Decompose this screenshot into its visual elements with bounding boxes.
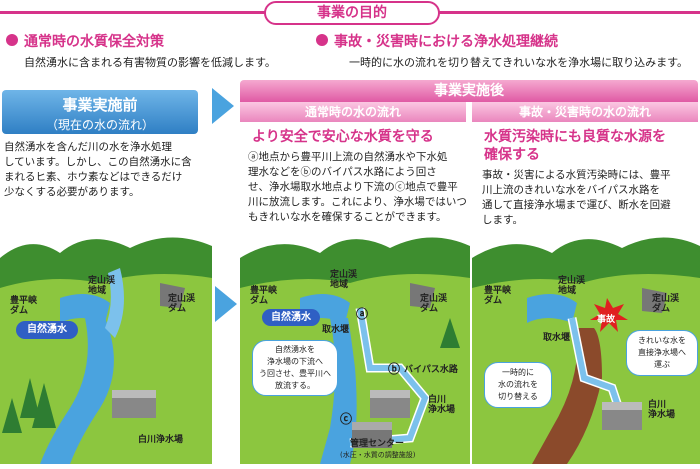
plant-label: 白川浄水場 — [428, 395, 456, 415]
marker-a: ⓐ — [356, 307, 369, 321]
accident-label: 事故 — [597, 315, 616, 325]
left-purpose-heading: 通常時の水質保全対策 — [24, 34, 164, 50]
disaster-map-illustration — [472, 237, 700, 464]
before-title: 事業実施前 — [62, 96, 138, 114]
callout-bubble: 一時的に 水の流れを 切り替える — [484, 362, 552, 408]
area-label: 定山渓地域 — [558, 276, 586, 296]
before-subtitle: （現在の水の流れ） — [45, 118, 154, 132]
control-center-label: 管理センター — [350, 439, 405, 449]
before-line: まれるヒ素、ホウ素などはできるだけ — [4, 171, 183, 183]
normal-line: 理水などをⓑのバイパス水路によう回さ — [248, 166, 437, 178]
normal-map-illustration — [240, 237, 470, 464]
before-line: 自然湧水を含んだ川の水を浄水処理 — [4, 141, 172, 153]
control-center-sub: (水圧・水質の調整施設) — [340, 451, 416, 459]
disaster-text: 事故・災害による水質汚染時には、豊平 川上流のきれいな水をバイパス水路を 通して… — [482, 168, 698, 228]
callout-bubble: きれいな水を 直接浄水場へ 運ぶ — [626, 330, 698, 376]
plant-label: 白川浄水場 — [138, 435, 184, 445]
normal-text: ⓐ地点から豊平川上流の自然湧水や下水処 理水などをⓑのバイパス水路によう回さ せ… — [248, 150, 468, 225]
normal-line: 川に放流します。これにより、浄水場ではいつ — [248, 196, 467, 208]
spring-badge: 自然湧水 — [262, 309, 320, 326]
marker-c: ⓒ — [340, 412, 353, 426]
normal-heading: より安全で安心な水質を守る — [252, 129, 434, 145]
before-title-box: 事業実施前 （現在の水の流れ） — [2, 90, 198, 134]
right-purpose-desc: 一時的に水の流れを切り替えてきれいな水を浄水場に取り込みます。 — [349, 56, 689, 69]
area-label: 定山渓地域 — [88, 276, 116, 296]
normal-line: もきれいな水を確保することができます。 — [248, 211, 447, 223]
dam-label: 定山渓ダム — [420, 294, 448, 314]
arrow-right-icon — [215, 286, 237, 322]
disaster-subtitle: 事故・災害時の水の流れ — [472, 102, 698, 122]
page-title: 事業の目的 — [264, 1, 440, 25]
right-purpose-heading: 事故・災害時における浄水処理継続 — [334, 34, 558, 50]
before-line: 少なくする必要があります。 — [4, 186, 140, 198]
disaster-line: します。 — [482, 214, 523, 226]
bullet-icon — [6, 34, 18, 46]
marker-b: ⓑ — [388, 362, 401, 376]
before-line: しています。しかし、この自然湧水に含 — [4, 156, 192, 168]
disaster-heading: 水質汚染時にも良質な水源を 確保する — [484, 129, 666, 163]
disaster-line: 事故・災害による水質汚染時には、豊平 — [482, 169, 671, 181]
dam-label: 豊平峡ダム — [250, 286, 278, 306]
bullet-icon — [316, 34, 328, 46]
bypass-label: バイパス水路 — [404, 365, 458, 375]
before-text: 自然湧水を含んだ川の水を浄水処理 しています。しかし、この自然湧水に含 まれるヒ… — [4, 140, 204, 200]
disaster-line: 通して直接浄水場まで運び、断水を回避 — [482, 199, 671, 211]
plant-label: 白川浄水場 — [648, 400, 676, 420]
dam-label: 豊平峡ダム — [10, 296, 38, 316]
callout-bubble: 自然湧水を 浄水場の下流へ う回させ、豊平川へ 放流する。 — [252, 340, 338, 396]
dam-label: 豊平峡ダム — [484, 286, 512, 306]
area-label: 定山渓地域 — [330, 270, 358, 290]
dam-label: 定山渓ダム — [168, 294, 196, 314]
before-map-illustration — [0, 237, 212, 464]
dam-label: 定山渓ダム — [652, 294, 680, 314]
normal-line: ⓐ地点から豊平川上流の自然湧水や下水処 — [248, 151, 448, 163]
intake-label: 取水堰 — [322, 325, 350, 335]
after-title: 事業実施後 — [240, 80, 698, 102]
arrow-right-icon — [212, 88, 234, 124]
intake-label: 取水堰 — [543, 333, 571, 343]
disaster-line: 川上流のきれいな水をバイパス水路を — [482, 184, 660, 196]
normal-line: せ、浄水場取水地点より下流のⓒ地点で豊平 — [248, 181, 458, 193]
spring-badge: 自然湧水 — [16, 321, 78, 339]
normal-subtitle: 通常時の水の流れ — [240, 102, 466, 122]
left-purpose-desc: 自然湧水に含まれる有害物質の影響を低減します。 — [24, 56, 276, 69]
